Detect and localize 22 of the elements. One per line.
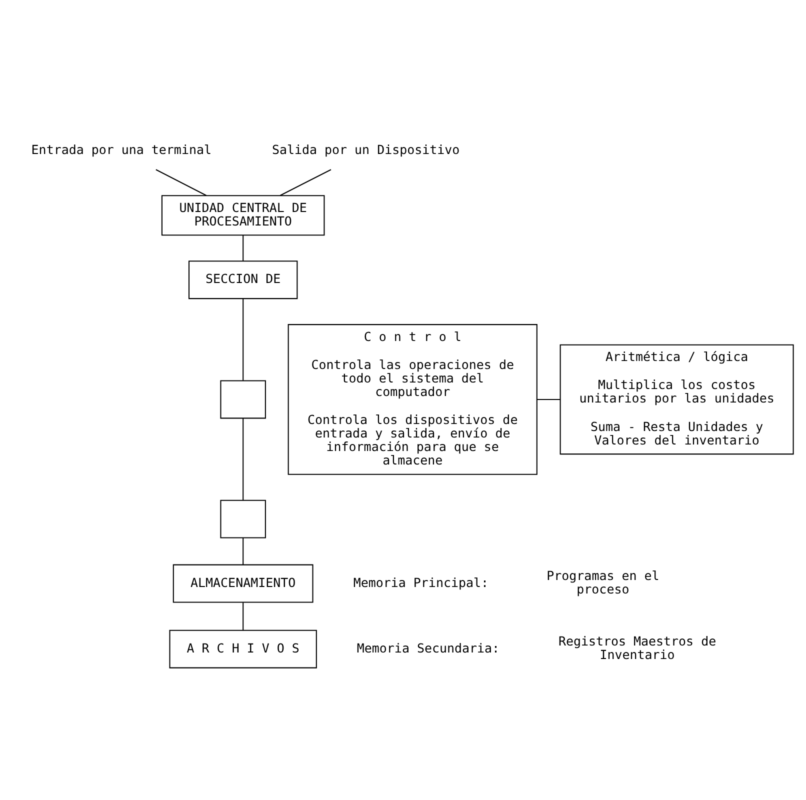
- node-box: [220, 499, 266, 538]
- node-box: UNIDAD CENTRAL DE PROCESAMIENTO: [161, 194, 325, 236]
- connector: [242, 418, 244, 500]
- connector: [242, 602, 244, 630]
- connector: [242, 537, 244, 564]
- label: Memoria Principal:: [353, 574, 489, 590]
- node-box: Aritmética / lógica Multiplica los costos unitarios por las unidades Suma - Resta Unidades y Valores del inventario: [560, 344, 794, 454]
- connector: [242, 298, 244, 380]
- connector: [536, 398, 560, 400]
- node-box: A R C H I V O S: [169, 629, 317, 668]
- connector: [242, 234, 244, 260]
- label: Registros Maestros de Inventario: [558, 633, 716, 662]
- node-box: C o n t r o l Controla las operaciones de todo el sistema del computador Controla los dispositivos de entrada y salida, envío de información para que se almacene: [288, 324, 538, 474]
- node-text: Entrada por una terminal: [31, 142, 212, 157]
- label: Programas en el proceso: [546, 568, 660, 596]
- node-box: ALMACENAMIENTO: [172, 564, 314, 602]
- connector: [280, 168, 332, 196]
- node-box: [220, 380, 266, 418]
- connector: [156, 168, 207, 196]
- label: Memoria Secundaria:: [356, 640, 500, 655]
- node-box: SECCION DE: [188, 260, 298, 299]
- node-text: Salida por un Dispositivo: [272, 142, 460, 157]
